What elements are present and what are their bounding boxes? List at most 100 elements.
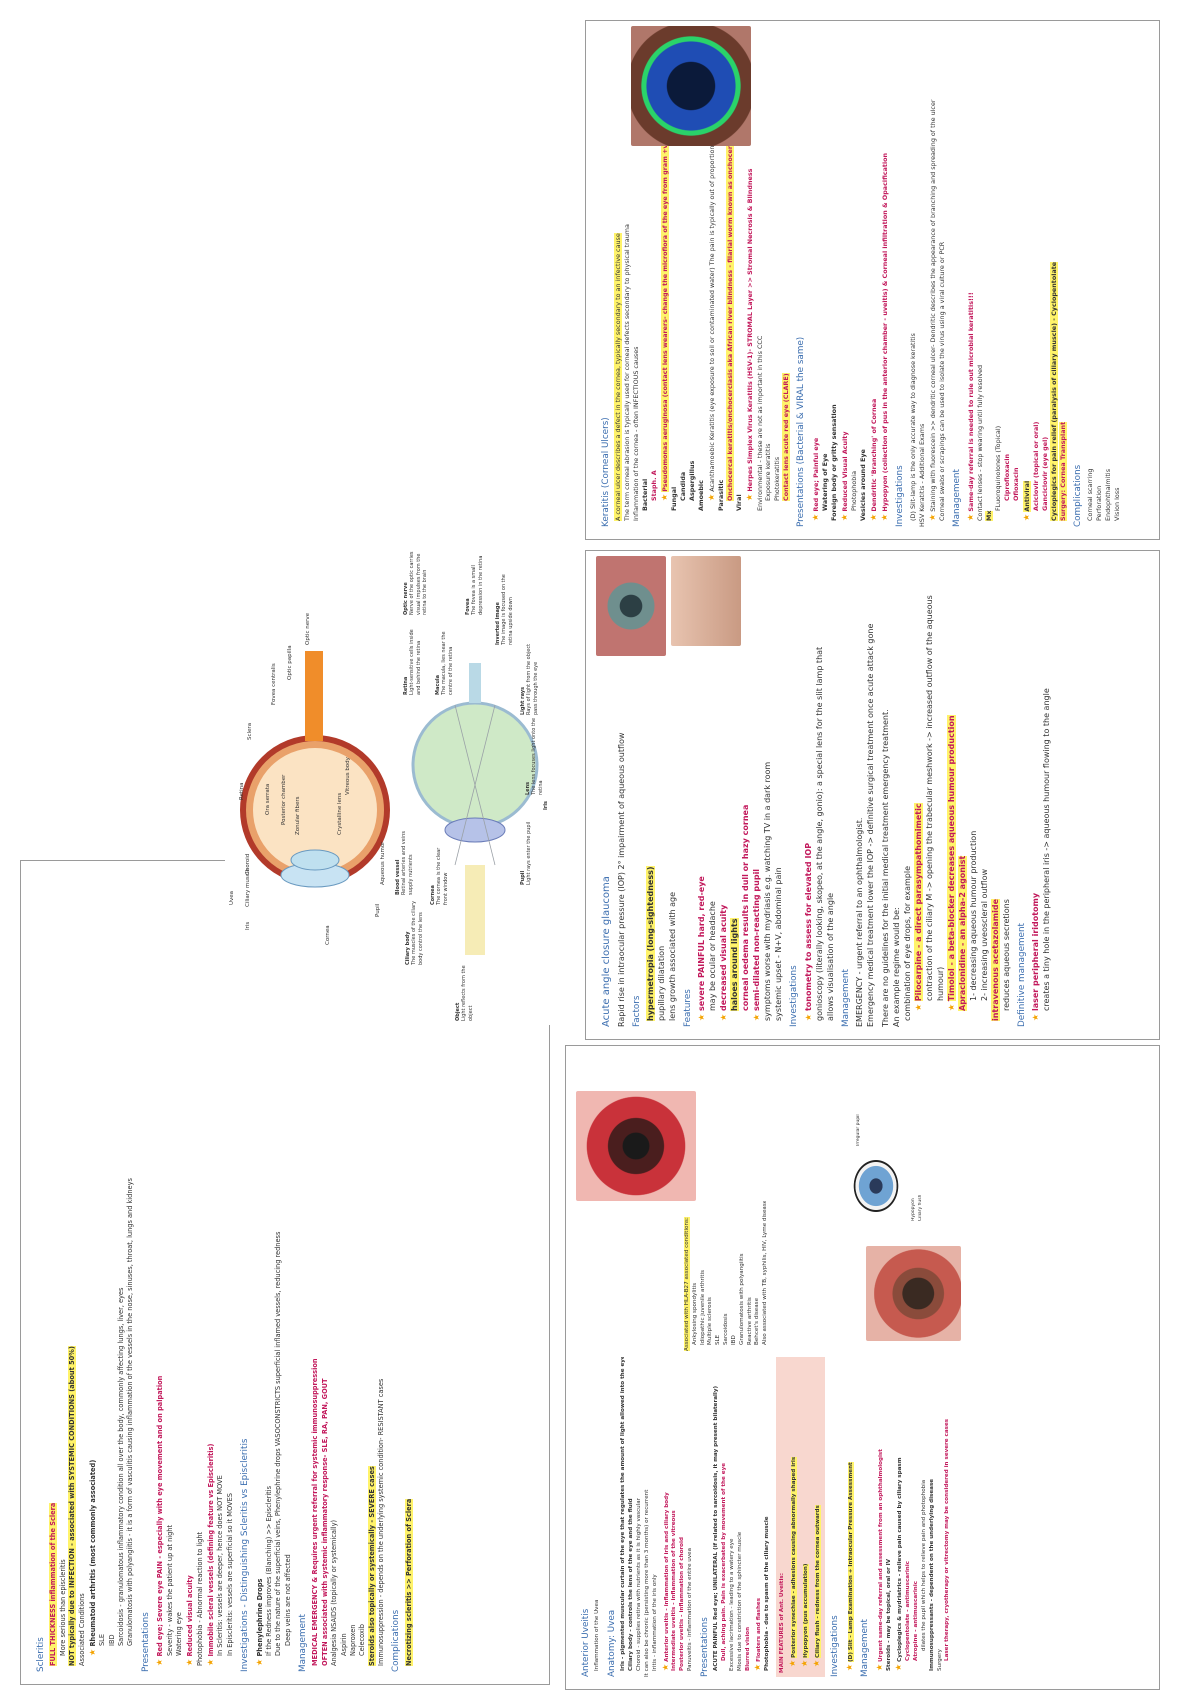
keratitis-heading: Complications <box>1073 464 1084 527</box>
keratitis-line: Environmental - these are not as importa… <box>755 335 764 511</box>
keratitis-line: ★ Same-day referral is needed to rule ou… <box>966 292 976 521</box>
glaucoma-line: corneal oedema results in dull or hazy c… <box>741 804 751 1011</box>
uveitis-line: ★ Urgent same-day referral and assessmen… <box>874 1449 884 1671</box>
keratitis-line: (D) Slit-lamp is the only accurate way t… <box>908 333 917 521</box>
star-icon: ★ <box>254 1658 264 1666</box>
uveitis-line: Laser therapy, cryotherapy or vitrectomy… <box>944 1418 951 1661</box>
eye-vision-diagram <box>411 663 539 955</box>
uveitis-heading: Management <box>860 1619 871 1677</box>
keratitis-line: ★ Red eye; Painful eye <box>810 437 820 521</box>
star-icon: ★ <box>894 1663 904 1671</box>
eye-label: Optic papilla <box>287 645 293 680</box>
scleritis-line: IBD <box>107 1634 116 1646</box>
fluorescein-eye-photo <box>631 26 751 146</box>
eye-label: Vitreous body <box>345 757 351 795</box>
glaucoma-line: creates a tiny hole in the peripheral ir… <box>1042 688 1052 1011</box>
star-icon: ★ <box>913 1003 923 1011</box>
uveitis-line: ★ Ciliary flush - redness from the corne… <box>811 1505 821 1667</box>
star-icon: ★ <box>707 493 717 501</box>
star-icon: ★ <box>880 513 890 521</box>
star-icon: ★ <box>947 1003 957 1011</box>
uveitis-line: ★ Posterior synechiae - adhesions causin… <box>787 1456 797 1667</box>
scleritis-line: Watering eye <box>174 1612 183 1656</box>
keratitis-line: HSV Keratitis - Additional Exams <box>917 423 926 527</box>
glaucoma-line: EMERGENCY - urgent referral to an ophtha… <box>854 817 864 1027</box>
uveitis-line: Dull, aching pain. Pain is exacerbated b… <box>721 1462 728 1661</box>
star-icon: ★ <box>206 1658 215 1666</box>
star-icon: ★ <box>787 1659 797 1667</box>
eye-label: Retina <box>239 782 245 801</box>
scleritis-line: More serious than episcleritis <box>58 1559 67 1656</box>
keratitis-title: Keratitis (Corneal Ulcers) <box>601 417 611 527</box>
uveitis-line: SLE <box>715 1334 722 1345</box>
scleritis-line: Severity - wakes the patient up at night <box>165 1524 174 1656</box>
keratitis-line: Ofloxacin <box>1012 467 1021 501</box>
eye-label: Pupil <box>375 903 381 917</box>
eye-label: Sclera <box>247 722 253 740</box>
uveitis-line: Posterior uveitis - inflammation of chor… <box>679 1537 686 1671</box>
keratitis-line: Corneal scarring <box>1086 468 1095 521</box>
glaucoma-line: 1- decreasing aqueous humour production <box>969 830 979 1001</box>
eye-label: Aqueous humor <box>380 841 386 885</box>
keratitis-line: ★ Antiviral <box>1022 480 1032 521</box>
uveitis-line: Reactive arthritis <box>746 1297 753 1345</box>
eye-label: Choroid <box>245 853 251 875</box>
uveitis-line: Associated with HLA-B27 associated condi… <box>684 1217 690 1351</box>
star-icon: ★ <box>719 1013 729 1021</box>
keratitis-line: Corneal swabs or scrapings can be used t… <box>937 241 946 521</box>
uveitis-line: Iris - pigmented muscular curtain of the… <box>620 1357 627 1671</box>
uveitis-line: It can also be chronic (persisting more … <box>643 1489 650 1677</box>
keratitis-heading: Investigations <box>895 465 906 527</box>
eye-label: Posterior chamber <box>281 774 287 825</box>
scleritis-line: Associated Conditions <box>77 1593 86 1666</box>
star-icon: ★ <box>87 1648 97 1656</box>
scleritis-line: ★ Reduced visual acuity <box>185 1575 195 1666</box>
scleritis-line: ★ Rheumatoid arthritis (most commonly as… <box>87 1459 97 1656</box>
keratitis-line: Exposure keratitis <box>764 443 773 501</box>
glaucoma-eye-photo <box>596 556 666 656</box>
uveitis-line: Iritis - inflammation of the iris only <box>651 1574 658 1671</box>
uveitis-line: Steroids - may be topical, oral or IV <box>885 1558 892 1671</box>
uveitis-line: Blurred vision <box>744 1626 751 1671</box>
glaucoma-line: systemic upset - N+V, abdominal pain <box>774 867 784 1021</box>
keratitis-line: Vesicles around Eye <box>858 449 867 521</box>
star-icon: ★ <box>839 513 849 521</box>
glaucoma-line: ★ tonometry to assess for elevated IOP <box>803 842 813 1021</box>
uveitis-line: Intermediate uveitis - inflammation of t… <box>671 1510 678 1671</box>
image-caption: Hypopyon <box>911 1198 916 1221</box>
uveitis-line: ★ Cycloplegics & mydriatrics - relieve p… <box>894 1457 904 1671</box>
glaucoma-line: Emergency medical treatment lower the IO… <box>865 623 875 1027</box>
glaucoma-line: intravenous acetazolamide <box>991 899 1001 1021</box>
star-icon: ★ <box>927 513 937 521</box>
glaucoma-line: Apraclonidine - an alpha-2 agonist <box>958 855 968 1011</box>
star-icon: ★ <box>874 1663 884 1671</box>
eye-label: Optic nerve <box>305 612 311 645</box>
image-caption: Ciliary flush <box>918 1194 923 1221</box>
eye-label: Zonular fibers <box>295 796 301 835</box>
uveitis-line: Ankylosing spondylitis <box>691 1282 698 1345</box>
uveitis-line: IBD <box>730 1335 737 1345</box>
scleritis-line: NOT typically due to INFECTION - associa… <box>68 1346 77 1666</box>
star-icon: ★ <box>1031 1013 1041 1021</box>
eye-label: Cornea <box>325 925 331 945</box>
eye-anatomy-diagram <box>240 651 390 888</box>
glaucoma-line: 2- increasing uveoscleral outflow <box>980 868 990 1001</box>
uveitis-heading: Presentations <box>699 1617 710 1677</box>
uveitis-line: Granulomatosis with polyangiitis <box>738 1253 745 1345</box>
glaucoma-line: ★ semi-dilated non-reacting pupil <box>752 868 762 1021</box>
uveitis-line: dilates the pupil which helps to relieve… <box>920 1479 927 1651</box>
keratitis-line: Contact lenses - stop wearing until full… <box>976 364 985 521</box>
eye-label: Ora serrata <box>265 783 271 815</box>
glaucoma-line: combination of eye drops, for example <box>902 866 912 1021</box>
uveitis-line: Choroid - supplies retina with nutrients… <box>636 1497 643 1671</box>
scleritis-line: SLE <box>98 1633 107 1646</box>
eye-diagrams: Uvea Iris Ciliary muscle Choroid Retina … <box>225 545 560 1025</box>
keratitis-line: Vision loss <box>1113 487 1122 521</box>
keratitis-heading: Management <box>951 469 962 527</box>
scleritis-title: Scleritis <box>36 1637 46 1672</box>
